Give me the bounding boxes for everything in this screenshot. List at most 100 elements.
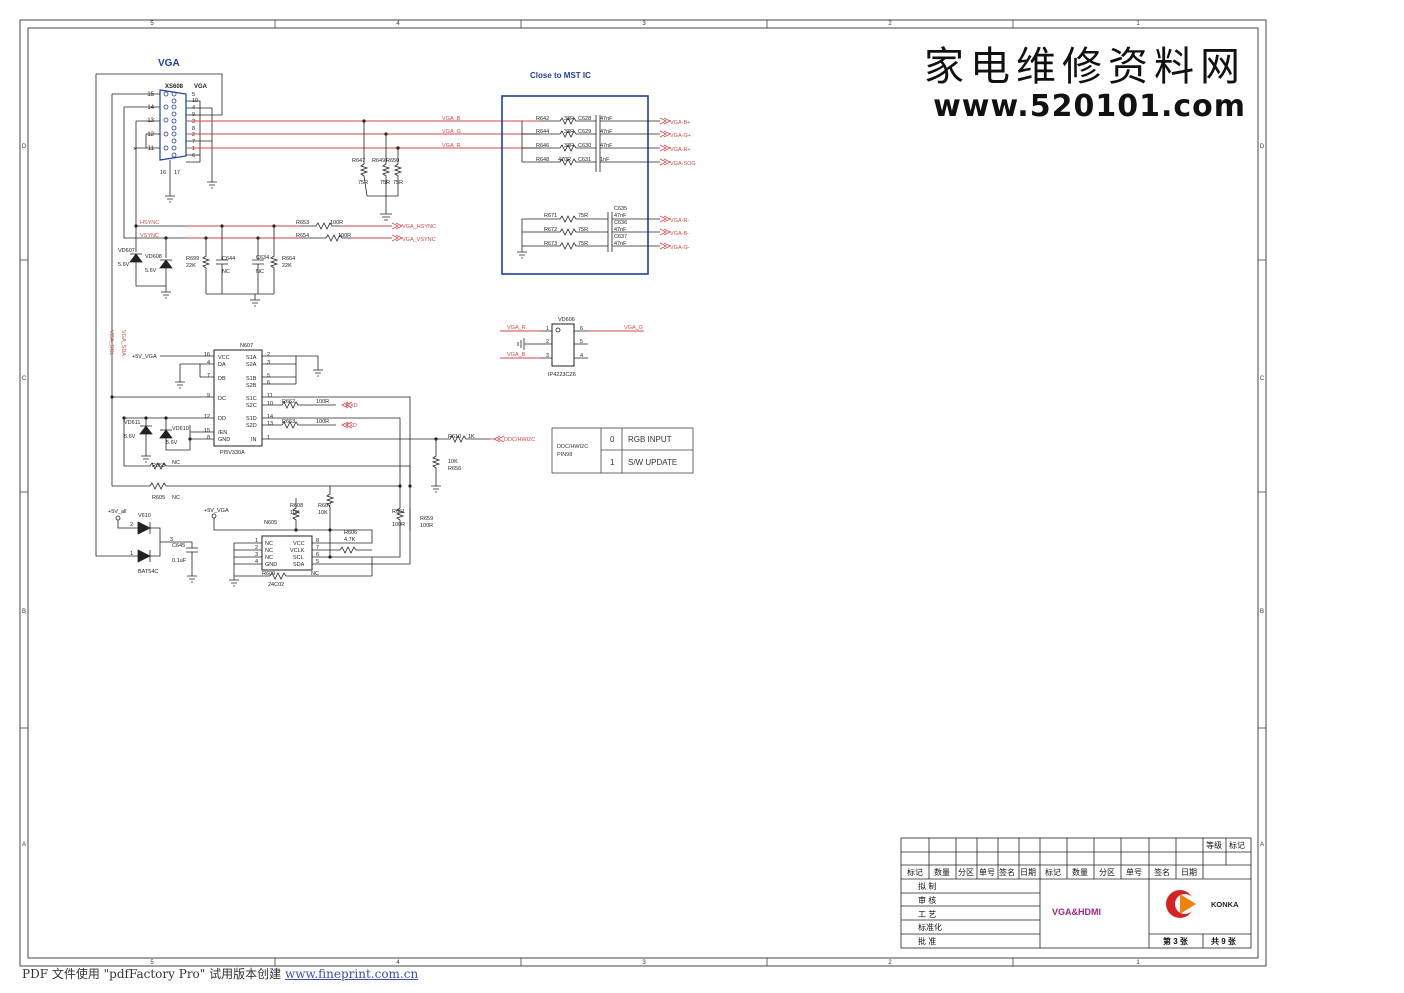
- eeprom-wiring: [213, 466, 411, 587]
- title-block-text: 等级 标记 标记 数量 分区 单号 签名 日期 标记 数量 分区 单号 签名 日…: [907, 840, 1245, 946]
- pin-label: 14: [267, 414, 273, 420]
- pin-label: 6: [267, 380, 270, 386]
- ddc-table-label-2: PIN98: [557, 452, 572, 458]
- mst-output-arrows: [659, 117, 671, 250]
- r664-val: 22K: [282, 263, 292, 269]
- net-vcc5-all: +5V_all: [108, 509, 127, 515]
- vd606-pin4: 4: [580, 353, 583, 359]
- ddc-protection: [112, 418, 410, 490]
- n607-s1d: S1D: [246, 416, 257, 422]
- pin-label: 17: [174, 170, 180, 176]
- tb-header-3: 单号: [979, 867, 995, 877]
- vd607-val: 5.6V: [118, 262, 130, 268]
- v610-pin2: 2: [130, 522, 133, 528]
- r646-ref: R646: [536, 143, 549, 149]
- r648-ref: R648: [536, 157, 549, 163]
- ddc-row-1-value: 1: [610, 458, 615, 467]
- fineprint-link[interactable]: www.fineprint.com.cn: [284, 967, 419, 981]
- net-vga-b-minus: VGA-B-: [670, 231, 689, 237]
- r647-ref: R647: [352, 158, 365, 164]
- n607-s2d: S2D: [246, 423, 257, 429]
- sync-out-arrows: [391, 222, 403, 242]
- vd606-pin3: 3: [546, 353, 549, 359]
- pin-label: 3: [192, 119, 195, 125]
- zone-bottom-2: 2: [888, 960, 892, 966]
- vga-connector: XS608 VGA 15 14 13 12 11 5 10 4 9 3 8 2 …: [147, 84, 207, 176]
- r610-val: 1K: [468, 434, 475, 440]
- r646-val: 33R: [564, 143, 574, 149]
- r672-ref: R672: [544, 227, 557, 233]
- r607-ref: R607: [318, 503, 331, 509]
- n607-gnd: GND: [218, 437, 230, 443]
- tb-header-8: 分区: [1099, 868, 1115, 877]
- connector-type: VGA: [194, 84, 208, 90]
- c644-ref: C644: [222, 256, 235, 262]
- vd608-ref: VD608: [145, 254, 162, 260]
- pin-label: 15: [204, 428, 210, 434]
- sync-nets: [186, 225, 392, 239]
- zone-right-a: A: [1260, 842, 1264, 848]
- n605-gnd: GND: [265, 562, 277, 568]
- pin-label: 6: [316, 552, 319, 558]
- zone-bottom-4: 4: [396, 960, 400, 966]
- zone-ticks: [20, 20, 1266, 966]
- title-block: [900, 837, 1252, 949]
- pin-label: 5: [316, 559, 319, 565]
- eeprom-dots: [294, 484, 412, 559]
- n607-db: DB: [218, 376, 226, 382]
- tb-role-0: 拟 制: [918, 881, 936, 891]
- zone-right-d: D: [1260, 144, 1265, 150]
- zone-top-2: 2: [888, 21, 892, 27]
- n607-ref: N607: [240, 343, 253, 349]
- tb-sheet-total: 共 9 张: [1211, 936, 1237, 946]
- r661-val: 100R: [392, 522, 405, 528]
- n605-vclk: VCLK: [290, 548, 305, 554]
- tb-role-1: 审 核: [918, 895, 936, 905]
- rgb-nets: [186, 120, 540, 149]
- v610-ref: V610: [138, 513, 151, 519]
- pin-label: 11: [267, 393, 273, 399]
- n607-s1a: S1A: [246, 355, 257, 361]
- pin-label: 9: [207, 393, 210, 399]
- net-vga-r-plus: VGA-R+: [670, 147, 691, 153]
- r699-val: 22K: [186, 263, 196, 269]
- vd608-val: 5.6V: [145, 268, 157, 274]
- n605-body: [261, 535, 313, 571]
- pdf-footer-note: PDF 文件使用 "pdfFactory Pro" 试用版本创建 www.fin…: [22, 965, 418, 982]
- vd606-pin5: 5: [580, 339, 583, 345]
- r654-ref: R654: [296, 233, 309, 239]
- zone-right-c: C: [1260, 376, 1265, 382]
- r659-val: 100R: [420, 523, 433, 529]
- vd610-val: 5.6V: [166, 440, 178, 446]
- tb-header-6: 标记: [1045, 867, 1061, 877]
- r605-val: NC: [172, 495, 180, 501]
- ddc-row-1-text: S/W UPDATE: [628, 458, 677, 467]
- connector-left-pins: 15 14 13 12 11: [147, 92, 154, 152]
- vd606-in-r: VGA_R: [507, 325, 526, 331]
- zone-top-4: 4: [396, 21, 400, 27]
- vd606-pin1: 1: [546, 326, 549, 332]
- pin-label: 1: [267, 435, 270, 441]
- konka-logo: KONKA: [1166, 890, 1239, 918]
- r671-val: 75R: [578, 213, 588, 219]
- n605-ref: N605: [264, 520, 277, 526]
- vd606-block: VD606 IP4223CZ6 1 2 3 6 5 4 VGA_R VGA_B …: [500, 317, 644, 378]
- zone-bottom-5: 5: [150, 960, 154, 966]
- konka-wordmark: KONKA: [1211, 900, 1239, 909]
- r642-ref: R642: [536, 116, 549, 122]
- c645-ref: C645: [172, 543, 185, 549]
- n607-dd: DD: [218, 416, 226, 422]
- r650-ref: R650: [386, 158, 399, 164]
- vd606-out-g: VGA_G: [624, 325, 643, 331]
- n607-da: DA: [218, 362, 226, 368]
- r644-val: 33R: [564, 129, 574, 135]
- mst-block-title: Close to MST IC: [530, 71, 591, 80]
- net-rxd: RXD: [346, 403, 358, 409]
- pin-label: 16: [160, 170, 166, 176]
- c645-val: 0.1uF: [172, 558, 187, 564]
- n607-dc: DC: [218, 396, 226, 402]
- sync-dots: [134, 224, 276, 240]
- vd606-pin2: 2: [546, 339, 549, 345]
- mst-output-labels: VGA-B+ VGA-G+ VGA-R+ VGA-SOG VGA-R- VGA-…: [670, 120, 696, 251]
